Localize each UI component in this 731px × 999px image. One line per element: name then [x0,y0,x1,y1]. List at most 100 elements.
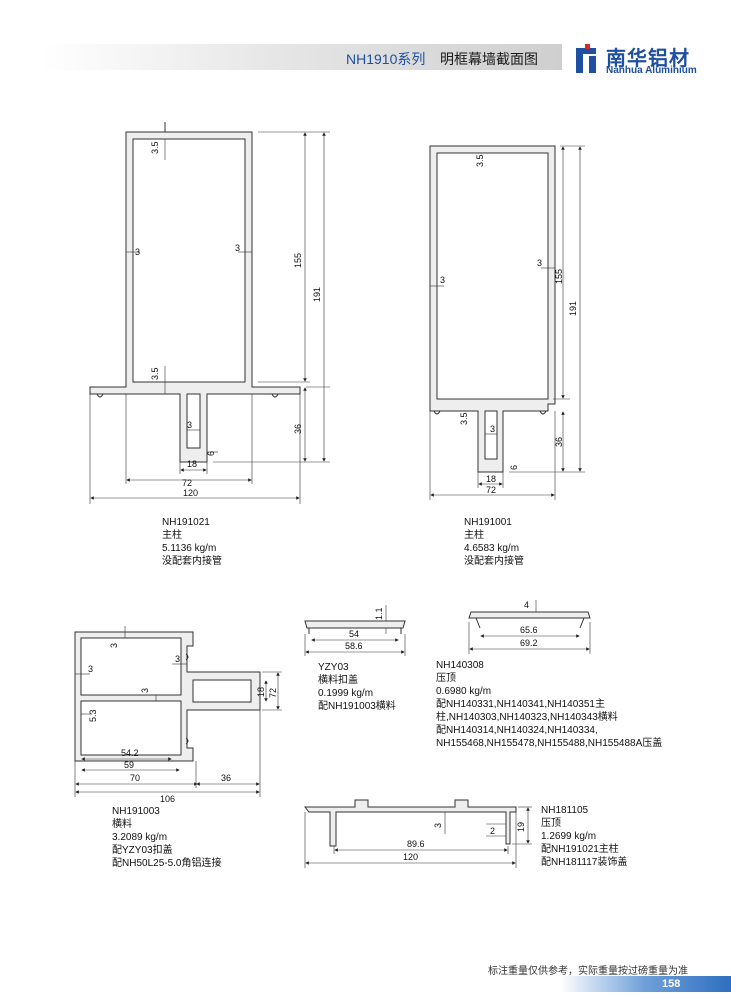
dim-label: 54 [349,629,359,639]
profile-label-nh181105: NH181105 压顶 1.2699 kg/m 配NH191021主柱 配NH1… [541,804,627,869]
dim-label: 4 [524,600,529,610]
dim-label: 155 [293,253,303,268]
profile-nh191021-drawing [89,122,301,463]
profile-nh191001-dimensions [429,145,585,500]
dim-label: 2 [490,826,495,836]
dim-label: 3 [109,643,119,648]
dim-label: 59 [124,760,134,770]
brand-name-en: Nanhua Aluminium [606,65,697,76]
dim-label: 89.6 [407,839,425,849]
dim-label: 72 [182,478,192,488]
profile-nh191001-dim-labels: 3.5 3 3 155 191 3.5 3 36 6 18 72 [440,154,578,495]
dim-label: 6 [206,451,216,456]
dim-label: 3.5 [459,412,469,425]
page-number: 158 [662,978,681,990]
dim-label: 3 [140,688,150,693]
profile-code: NH191021 [162,517,210,528]
profile-line: 柱,NH140303,NH140323,NH140343横料 [436,712,618,723]
dim-label: 19 [516,822,526,832]
dim-label: 65.6 [520,625,538,635]
dim-label: 3 [490,424,495,434]
profile-code: YZY03 [318,662,349,673]
profile-line: 配NH140331,NH140341,NH140351主 [436,699,605,710]
profile-label-nh191021: NH191021 主柱 5.1136 kg/m 没配套内接管 [162,516,222,568]
profile-nh191003-dimensions [74,626,282,797]
dim-label: 3 [187,420,192,430]
profile-line: 压顶 [436,673,456,684]
profile-nh191001-drawing [429,145,556,473]
dim-label: 3 [88,664,93,674]
nanhua-logo-icon [576,44,596,73]
dim-label: 120 [403,852,418,862]
profile-nh181105-dimensions [304,806,532,868]
profile-line: 配NH50L25-5.0角铝连接 [112,858,222,869]
profile-line: 横料 [112,819,132,830]
profile-nh191003-drawing [74,631,261,762]
profile-line: 主柱 [162,530,182,541]
dim-label: 18 [256,687,266,697]
page-number-band [560,976,731,992]
profile-nh140308-dimensions [468,600,591,654]
profile-nh191003-dim-labels: 3 3 3 3 18 72 5.3 54.2 59 70 36 106 [88,643,278,804]
profile-line: 没配套内接管 [464,556,524,567]
dim-label: 3 [175,654,180,664]
section-title: 明框幕墙截面图 [440,51,538,67]
profile-nh140308-drawing [468,611,591,629]
profile-line: 配YZY03扣盖 [112,845,173,856]
profile-label-nh191001: NH191001 主柱 4.6583 kg/m 没配套内接管 [464,516,524,568]
dim-label: 3 [433,823,443,828]
profile-label-nh191003: NH191003 横料 3.2089 kg/m 配YZY03扣盖 配NH50L2… [112,805,221,870]
profile-line: 4.6583 kg/m [464,543,520,554]
profile-nh140308-dim-labels: 4 65.6 69.2 [520,600,538,648]
dim-label: 120 [183,488,198,498]
profile-line: 配NH191021主柱 [541,844,619,855]
dim-label: 54.2 [121,748,139,758]
dim-label: 191 [312,287,322,302]
dim-label: 36 [293,424,303,434]
dim-label: 3 [440,275,445,285]
series-title: NH1910系列 [346,51,426,67]
dim-label: 3 [235,243,240,253]
dim-label: 18 [187,459,197,469]
dim-label: 36 [554,437,564,447]
dim-label: 3 [135,247,140,257]
dim-label: 18 [486,474,496,484]
profile-label-yzy03: YZY03 横料扣盖 0.1999 kg/m 配NH191003横料 [318,661,396,713]
dim-label: 1.1 [374,607,384,620]
dim-label: 155 [554,269,564,284]
profile-code: NH191001 [464,517,512,528]
profile-line: 配NH191003横料 [318,701,396,712]
dim-label: 6 [509,465,519,470]
dim-label: 106 [160,794,175,804]
profile-line: 主柱 [464,530,484,541]
profile-line: 没配套内接管 [162,556,222,567]
profile-nh191021-dimensions [89,131,330,504]
profile-line: 横料扣盖 [318,675,358,686]
dim-label: 5.3 [88,709,98,722]
dim-label: 36 [221,773,231,783]
profile-line: 1.2699 kg/m [541,831,597,842]
profile-line: 3.2089 kg/m [112,832,168,843]
profile-label-nh140308: NH140308 压顶 0.6980 kg/m 配NH140331,NH1403… [436,659,662,750]
dim-label: 3.5 [475,154,485,167]
dim-label: 72 [268,688,278,698]
profile-line: 5.1136 kg/m [162,543,217,554]
profile-line: 0.1999 kg/m [318,688,374,699]
weight-disclaimer: 标注重量仅供参考，实际重量按过磅重量为准 [488,966,688,977]
brand-name-cn: 南华铝材 [606,48,690,70]
profile-line: 配NH181117装饰盖 [541,857,628,868]
profile-line: 配NH140314,NH140324,NH140334, [436,725,598,736]
profile-code: NH191003 [112,806,160,817]
dim-label: 72 [486,485,496,495]
profile-yzy03-dim-labels: 1.1 54 58.6 [345,607,384,651]
profile-nh191021-dim-labels: 3.5 3 3 155 191 3.5 3 36 6 18 72 120 [135,141,322,498]
header-band [42,44,562,70]
profile-line: NH155468,NH155478,NH155488,NH155488A压盖 [436,738,663,749]
profile-line: 0.6980 kg/m [436,686,492,697]
profile-code: NH140308 [436,660,484,671]
dim-label: 58.6 [345,641,363,651]
dim-label: 3 [537,258,542,268]
profile-yzy03-drawing [304,620,406,634]
profile-code: NH181105 [541,805,589,816]
